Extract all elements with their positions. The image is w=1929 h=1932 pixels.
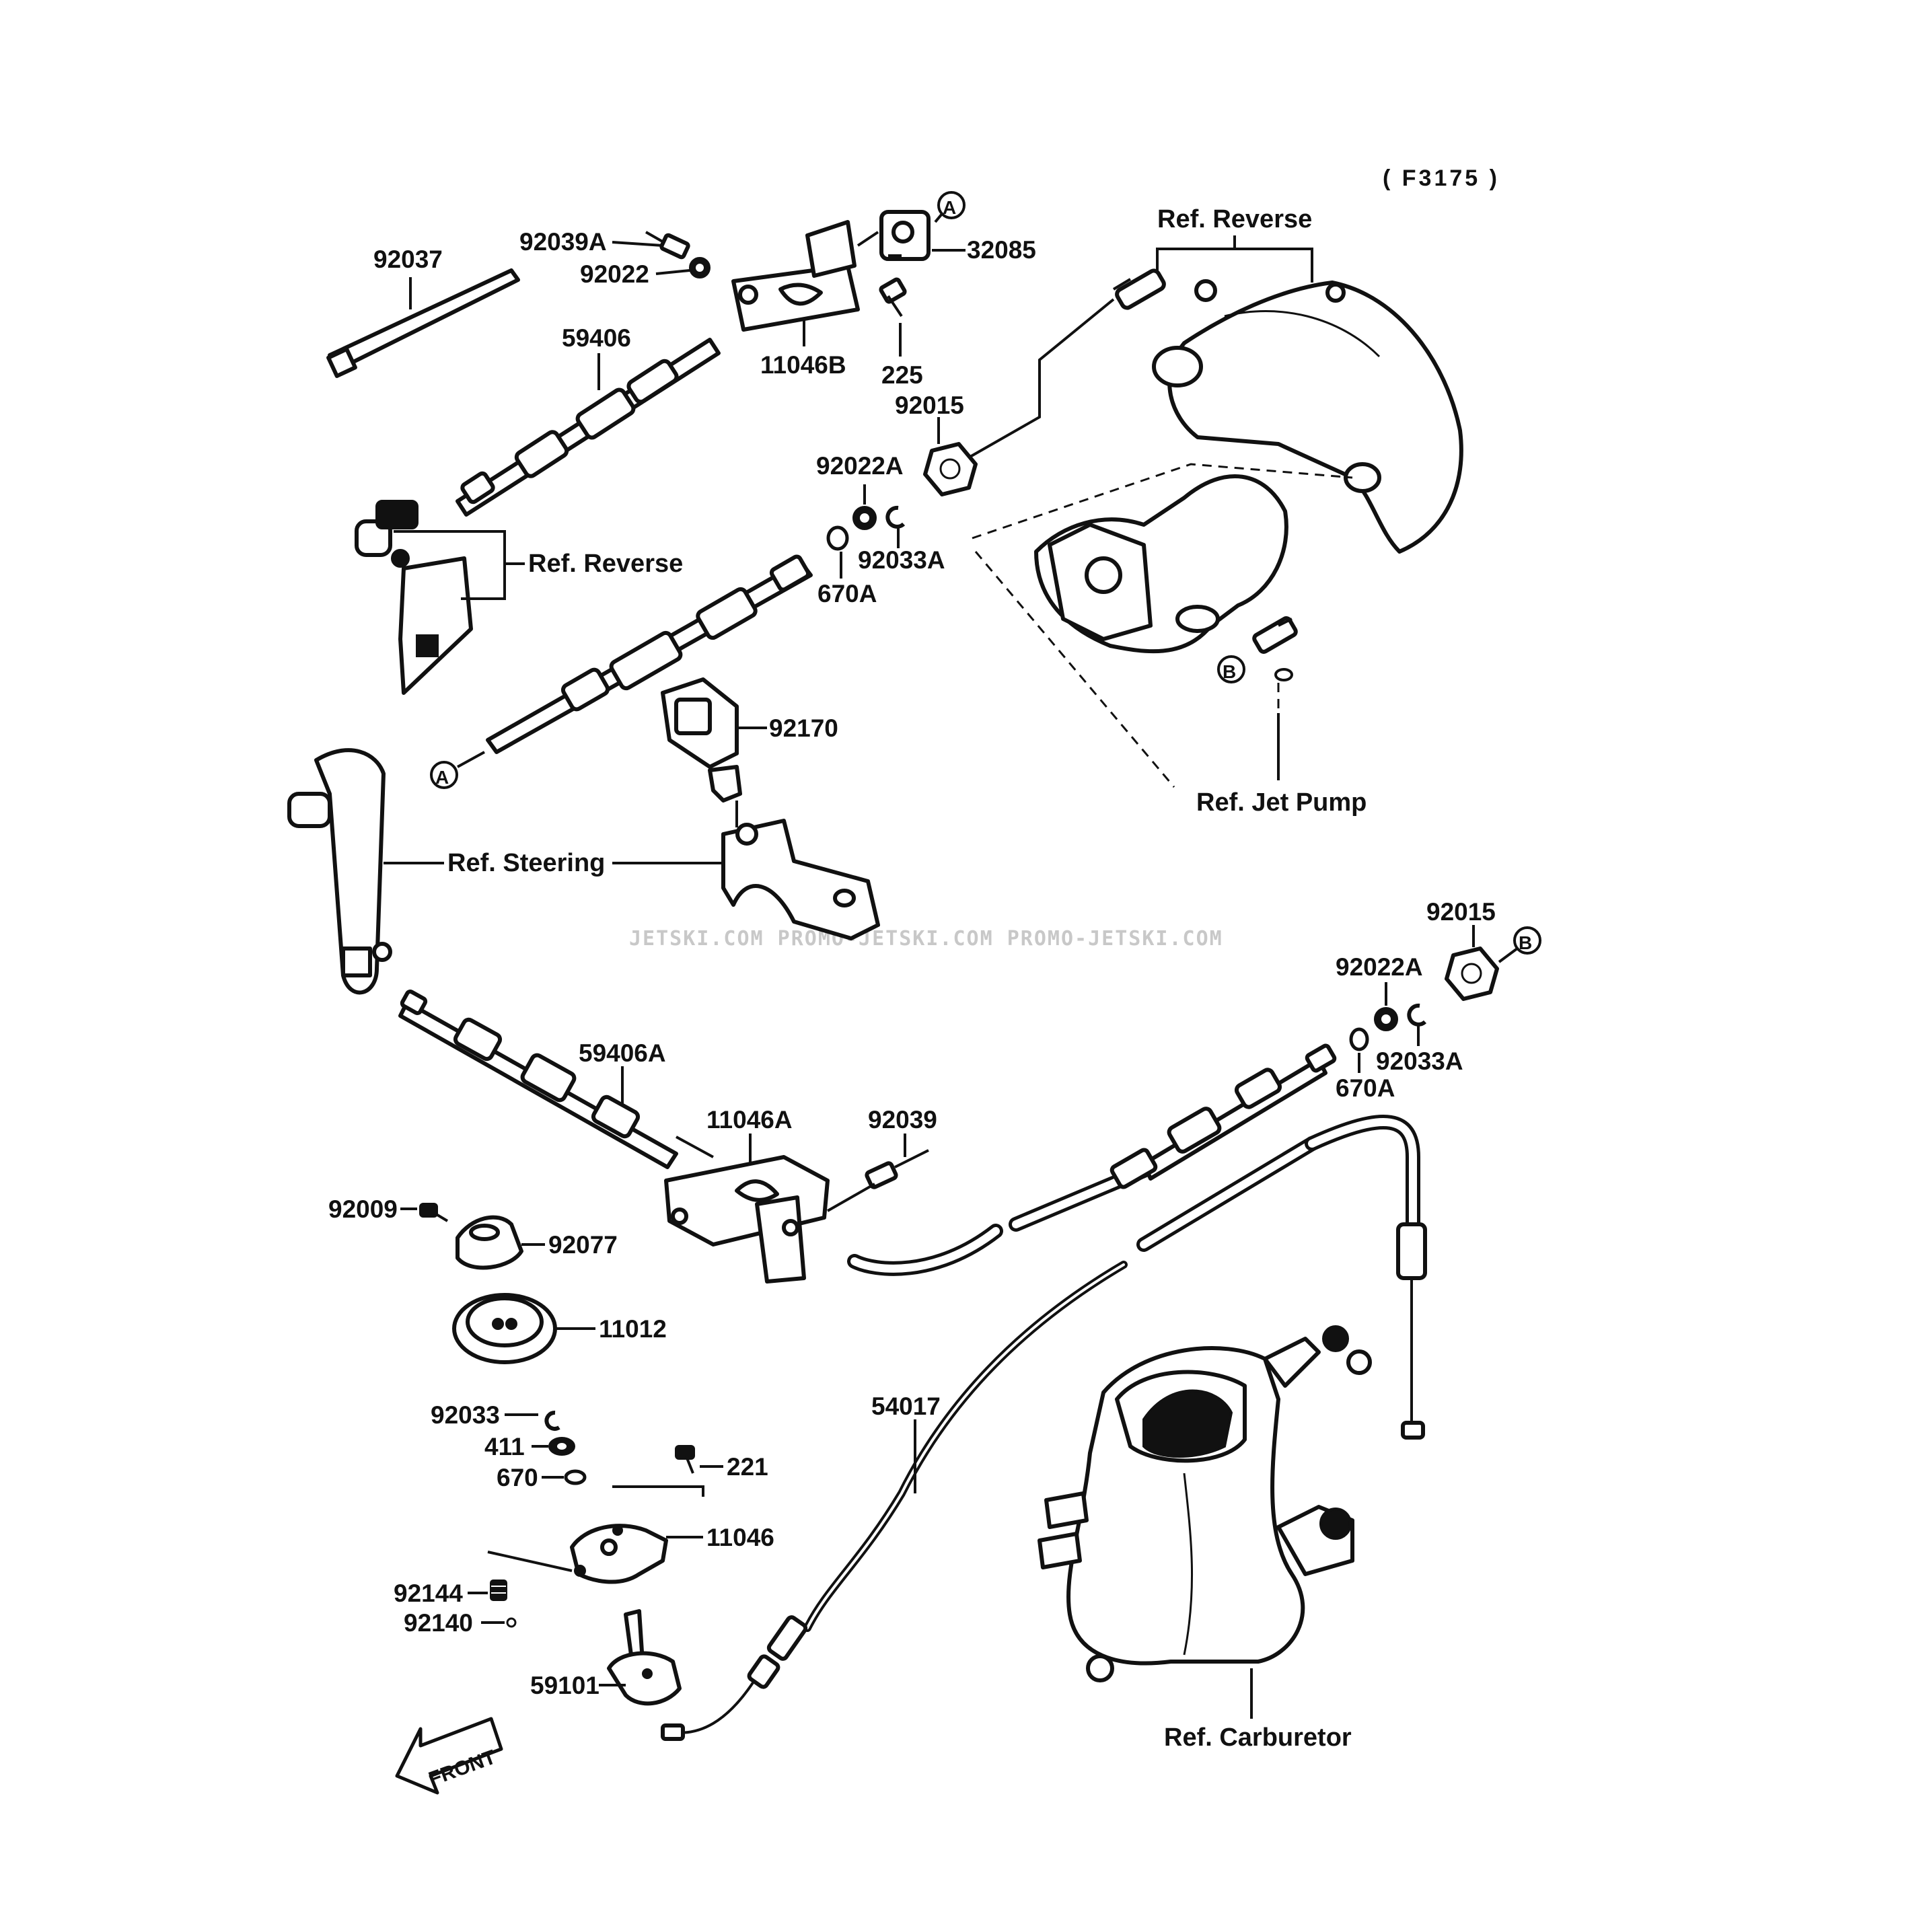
label-59406A: 59406A <box>579 1039 666 1067</box>
ring-670A-right <box>1349 1027 1369 1051</box>
label-92077: 92077 <box>548 1231 618 1259</box>
nut-92015-right <box>1445 946 1499 1001</box>
diagram-code: ( F3175 ) <box>1383 165 1500 191</box>
grommet-11012 <box>452 1293 557 1364</box>
label-670A-right: 670A <box>1336 1074 1395 1102</box>
housing-11046 <box>570 1524 668 1584</box>
front-arrow: FRONT <box>395 1717 503 1795</box>
label-92140: 92140 <box>404 1609 473 1637</box>
jet-pump <box>1034 474 1288 654</box>
clip-92170 <box>661 677 742 803</box>
cable-right-lower <box>847 1043 1337 1276</box>
marker-B-top <box>1217 655 1245 683</box>
bolt-225 <box>879 277 907 318</box>
label-54017: 54017 <box>871 1392 941 1420</box>
label-670: 670 <box>497 1464 538 1491</box>
svg-text:B: B <box>1223 661 1236 682</box>
nut-92015-top <box>923 442 978 496</box>
label-92039A: 92039A <box>519 228 607 256</box>
svg-text:A: A <box>943 197 956 218</box>
label-92144: 92144 <box>394 1580 463 1607</box>
leader-92022 <box>655 269 690 275</box>
label-32085: 32085 <box>967 236 1036 264</box>
screw-221 <box>675 1445 695 1474</box>
clamp-32085 <box>879 210 931 261</box>
label-92170: 92170 <box>769 714 838 742</box>
svg-text:B: B <box>1519 932 1532 953</box>
label-ref-reverse-left: Ref. Reverse <box>528 550 683 578</box>
label-92022: 92022 <box>580 260 649 288</box>
screw-92009 <box>419 1203 449 1222</box>
pin-92039A <box>645 231 690 260</box>
cable-59406A <box>398 990 678 1169</box>
clip-92033A-right <box>1407 1003 1427 1027</box>
spring-92144 <box>490 1580 507 1601</box>
svg-text:A: A <box>435 767 449 788</box>
label-ref-carburetor: Ref. Carburetor <box>1164 1723 1352 1752</box>
label-ref-steering: Ref. Steering <box>447 849 605 877</box>
label-59406: 59406 <box>562 324 631 352</box>
label-11012: 11012 <box>599 1315 667 1343</box>
carburetor <box>1038 1325 1372 1682</box>
label-92022A-top: 92022A <box>816 452 904 480</box>
ring-670A-top <box>826 525 849 551</box>
label-59101: 59101 <box>530 1672 599 1699</box>
label-92033A-right: 92033A <box>1376 1047 1463 1075</box>
cable-tie-92037 <box>326 268 520 378</box>
leader-92039A <box>612 241 663 247</box>
pin-92039 <box>865 1149 929 1189</box>
label-ref-reverse-top: Ref. Reverse <box>1157 205 1312 233</box>
label-92022A-right: 92022A <box>1336 953 1423 981</box>
label-670A-top: 670A <box>817 580 877 607</box>
cable-upper-to-A <box>486 554 813 754</box>
label-11046A: 11046A <box>706 1106 793 1134</box>
clip-92033 <box>544 1411 560 1431</box>
label-411: 411 <box>484 1433 525 1460</box>
bracket-11046B <box>731 220 860 332</box>
label-92033: 92033 <box>431 1401 500 1429</box>
label-221: 221 <box>727 1453 768 1481</box>
label-11046: 11046 <box>706 1524 774 1551</box>
label-11046B: 11046B <box>760 351 846 379</box>
reverse-bucket <box>1152 279 1463 554</box>
marker-A-top <box>937 191 966 219</box>
throttle-cable <box>1136 1115 1427 1440</box>
steering-arm <box>287 748 392 995</box>
label-225: 225 <box>881 361 923 389</box>
ball-92140 <box>506 1617 517 1628</box>
bracket-11046A <box>664 1155 830 1284</box>
cable-59406 <box>456 338 721 517</box>
label-92039: 92039 <box>868 1106 937 1134</box>
marker-A-bottom <box>430 761 458 789</box>
marker-B-right <box>1513 926 1541 955</box>
label-92009: 92009 <box>328 1195 398 1223</box>
label-ref-jet-pump: Ref. Jet Pump <box>1196 788 1367 817</box>
watermark: JETSKI.COM PROMO-JETSKI.COM PROMO-JETSKI… <box>629 927 1223 951</box>
reverse-lever-left <box>355 500 473 695</box>
reverse-fitting-top <box>1112 268 1166 310</box>
clip-92033A-top <box>885 505 906 529</box>
leader-reverse-top <box>1156 248 1313 283</box>
label-92015-right: 92015 <box>1426 898 1496 926</box>
jet-pump-fitting <box>1252 616 1298 654</box>
steering-bracket <box>721 819 880 940</box>
switch-59101 <box>607 1609 682 1706</box>
ring-670 <box>564 1469 587 1485</box>
knob-92077 <box>456 1215 523 1270</box>
label-92033A-top: 92033A <box>858 546 945 574</box>
label-92037: 92037 <box>373 246 443 273</box>
label-92015-top: 92015 <box>895 392 964 419</box>
